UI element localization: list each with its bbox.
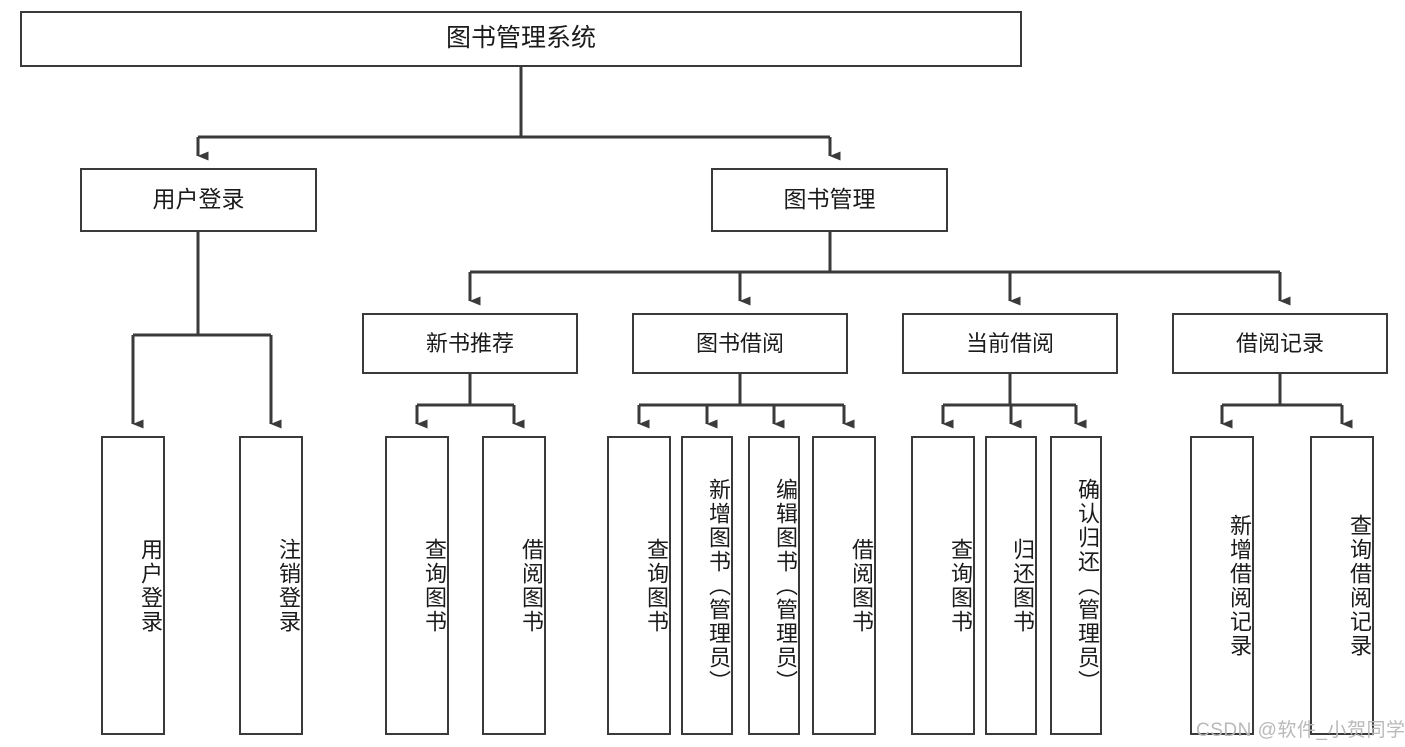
node-label: 新增借阅记录 <box>1227 513 1252 658</box>
leaf-add-book-admin[interactable]: 新增图书（管理员） <box>681 436 733 735</box>
node-label: 借阅图书 <box>519 537 544 634</box>
node-label: 查询图书 <box>644 537 669 634</box>
leaf-query-book-current[interactable]: 查询图书 <box>911 436 975 735</box>
node-label: 查询图书 <box>948 537 973 634</box>
node-label: 确认归还（管理员） <box>1075 477 1100 694</box>
node-book-borrow[interactable]: 图书借阅 <box>632 313 848 374</box>
leaf-query-borrow-record[interactable]: 查询借阅记录 <box>1310 436 1374 735</box>
leaf-return-book[interactable]: 归还图书 <box>985 436 1037 735</box>
node-user-login[interactable]: 用户登录 <box>80 168 317 232</box>
node-label: 图书管理 <box>783 186 876 213</box>
leaf-query-book-recommend[interactable]: 查询图书 <box>385 436 449 735</box>
node-label: 图书管理系统 <box>445 24 596 53</box>
node-current-borrow[interactable]: 当前借阅 <box>902 313 1118 374</box>
node-label: 借阅图书 <box>849 537 874 634</box>
node-label: 借阅记录 <box>1235 330 1324 356</box>
node-book-management[interactable]: 图书管理 <box>711 168 948 232</box>
node-label: 归还图书 <box>1010 537 1035 634</box>
node-label: 新增图书（管理员） <box>706 477 731 694</box>
leaf-borrow-book[interactable]: 借阅图书 <box>812 436 876 735</box>
node-new-book-recommend[interactable]: 新书推荐 <box>362 313 578 374</box>
node-label: 编辑图书（管理员） <box>773 477 798 694</box>
node-label: 新书推荐 <box>425 330 514 356</box>
leaf-user-login[interactable]: 用户登录 <box>101 436 165 735</box>
node-label: 图书借阅 <box>695 330 784 356</box>
node-label: 当前借阅 <box>965 330 1054 356</box>
node-label: 查询借阅记录 <box>1347 513 1372 658</box>
leaf-confirm-return-admin[interactable]: 确认归还（管理员） <box>1050 436 1102 735</box>
watermark: CSDN @软件_小贺同学 <box>1196 720 1405 741</box>
node-label: 用户登录 <box>138 537 163 634</box>
leaf-borrow-book-recommend[interactable]: 借阅图书 <box>482 436 546 735</box>
leaf-add-borrow-record[interactable]: 新增借阅记录 <box>1190 436 1254 735</box>
node-root[interactable]: 图书管理系统 <box>20 11 1022 67</box>
leaf-logout-login[interactable]: 注销登录 <box>239 436 303 735</box>
leaf-query-book-borrow[interactable]: 查询图书 <box>607 436 671 735</box>
node-label: 注销登录 <box>276 537 301 634</box>
node-label: 用户登录 <box>152 186 245 213</box>
node-label: 查询图书 <box>422 537 447 634</box>
node-borrow-record[interactable]: 借阅记录 <box>1172 313 1388 374</box>
leaf-edit-book-admin[interactable]: 编辑图书（管理员） <box>748 436 800 735</box>
